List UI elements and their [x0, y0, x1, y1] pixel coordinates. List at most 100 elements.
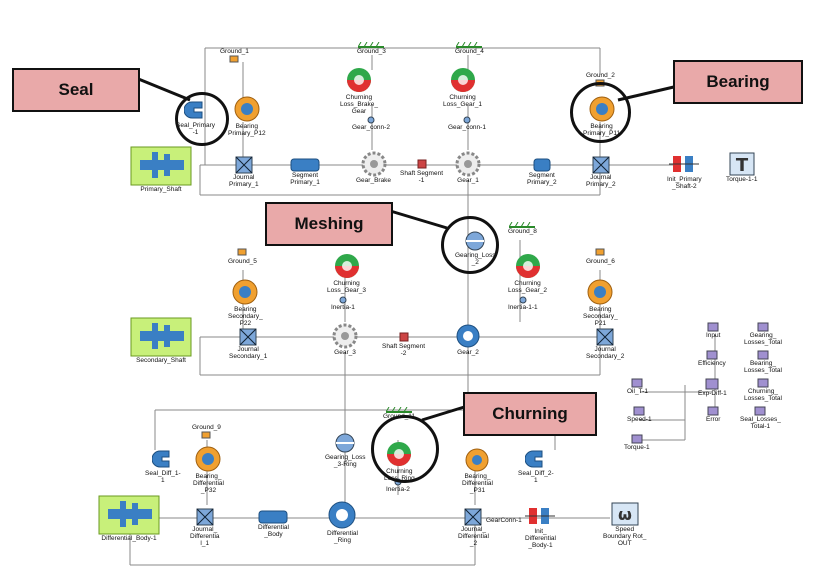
journal-primary-1[interactable]: Journal Primary_1: [229, 156, 259, 188]
bearing-differential-p31[interactable]: Bearing_ Differential _P31: [462, 447, 493, 494]
inertia-1-1[interactable]: Inertia-1-1: [508, 296, 538, 311]
ground-icon: [237, 248, 247, 256]
torque-1-label: Torque-1: [624, 444, 650, 451]
signal-icon: [633, 406, 645, 416]
bearing-differential-p31-label: Bearing_ Differential _P31: [462, 473, 493, 494]
churning-loss-brake-gear[interactable]: Churning Loss_Brake_ Gear: [340, 66, 378, 115]
gearing-loss-3-ring[interactable]: Gearing_Loss _3-Ring: [325, 432, 365, 468]
journal-primary-2[interactable]: Journal Primary_2: [586, 156, 616, 188]
gear-brake[interactable]: Gear_Brake: [356, 151, 391, 184]
journal-primary-2-label: Journal Primary_2: [586, 174, 616, 188]
gear-1-label: Gear_1: [457, 177, 479, 184]
differential-body-1[interactable]: Differential_Body-1: [98, 495, 160, 542]
ground-9-block[interactable]: Ground_9: [192, 424, 221, 441]
gearing-losses-total-block[interactable]: Gearing_ Losses_Total: [744, 322, 782, 346]
gear-2[interactable]: Gear_2: [455, 323, 481, 356]
secondary-shaft[interactable]: Secondary_Shaft: [130, 317, 192, 364]
churning-loss-gear-1[interactable]: Churning Loss_Gear_1: [443, 66, 482, 108]
gear-conn-2[interactable]: Gear_conn-2: [352, 116, 390, 131]
ground-icon: [201, 431, 211, 439]
seal-losses-total-block[interactable]: Seal_Losses_ Total-1: [740, 406, 781, 430]
churning-loss-gear-3[interactable]: Churning Loss_Gear_3: [327, 252, 366, 294]
bearing-secondary-p22[interactable]: Bearing Secondary_ P22: [228, 278, 263, 327]
shaft-segment-1[interactable]: Shaft Segment -1: [400, 158, 443, 184]
journal-differential-1[interactable]: Journal_ Differentia l_1: [190, 508, 220, 547]
gearconn-1[interactable]: GearConn-1: [486, 517, 522, 524]
segment-icon: [533, 158, 551, 172]
gear-3-label: Gear_3: [334, 349, 356, 356]
journal-icon: [464, 508, 482, 526]
primary-shaft[interactable]: Primary_Shaft: [130, 146, 192, 193]
gear-1[interactable]: Gear_1: [455, 151, 481, 184]
signal-icon: [631, 434, 643, 444]
gear-conn-1[interactable]: Gear_conn-1: [448, 116, 486, 131]
segment-primary-1[interactable]: Segment Primary_1: [290, 158, 320, 186]
ground-4-block[interactable]: Ground_4: [455, 42, 484, 55]
signal-icon: [754, 406, 766, 416]
bearing-icon: [587, 279, 613, 305]
churning-loss-brake-gear-label: Churning Loss_Brake_ Gear: [340, 94, 378, 115]
oil-t-1-block[interactable]: Oil_T-1: [627, 378, 648, 395]
ground-hatch-icon: [358, 42, 385, 48]
seal-diff-2[interactable]: Seal_Diff_2- 1: [518, 448, 554, 484]
journal-secondary-2[interactable]: Journal Secondary_2: [586, 328, 624, 360]
input-block[interactable]: Input: [706, 322, 720, 339]
init-primary-shaft-2[interactable]: Init_Primary _Shaft-2: [667, 152, 702, 190]
seal-highlight-ring: [175, 92, 229, 146]
gear-brake-label: Gear_Brake: [356, 177, 392, 184]
seal-diff-1-label: Seal_Diff_1- 1: [145, 470, 181, 484]
gearconn-1-label: GearConn-1: [486, 517, 522, 524]
bearing-secondary-p21[interactable]: Bearing Secondary_ P21: [583, 278, 618, 327]
gear-icon: [456, 324, 480, 348]
bearing-icon: [465, 448, 489, 472]
speed-1-block[interactable]: Speed-1: [627, 406, 652, 423]
churning-losses-total-label: Churning_ Losses_Total: [744, 388, 782, 402]
torque-1-1-label: Torque-1-1: [726, 176, 758, 183]
bearing-losses-total-block[interactable]: Bearing_ Losses_Total: [744, 350, 782, 374]
error-block[interactable]: Error: [706, 406, 720, 423]
churning-icon: [515, 254, 540, 278]
efficiency-block[interactable]: Efficiency: [698, 350, 726, 367]
gear-3[interactable]: Gear_3: [332, 323, 358, 356]
shaft-segment-1-label: Shaft Segment -1: [400, 170, 443, 184]
shaft-segment-2[interactable]: Shaft Segment -2: [382, 331, 425, 357]
journal-icon: [239, 328, 257, 346]
ground-1-label: Ground_1: [220, 48, 249, 55]
torque-1-1[interactable]: T Torque-1-1: [726, 152, 757, 183]
ground-8-block[interactable]: Ground_8: [508, 222, 537, 235]
connector-icon: [463, 116, 471, 124]
bearing-secondary-p21-label: Bearing Secondary_ P21: [583, 306, 618, 327]
ground-1-block[interactable]: Ground_1: [220, 48, 249, 65]
ground-5-block[interactable]: Ground_5: [228, 248, 257, 265]
journal-secondary-1-label: Journal Secondary_1: [229, 346, 268, 360]
churning-losses-total-block[interactable]: Churning_ Losses_Total: [744, 378, 782, 402]
svg-text:ω: ω: [618, 505, 632, 524]
segment-icon: [290, 158, 320, 172]
seal-icon: [524, 450, 543, 468]
exp-diff-1-block[interactable]: Exp-Diff-1: [698, 378, 727, 397]
inertia-1[interactable]: Inertia-1: [331, 296, 355, 311]
ground-hatch-icon: [386, 407, 413, 413]
segment-primary-1-label: Segment Primary_1: [290, 172, 320, 186]
ground-5-label: Ground_5: [228, 258, 257, 265]
segment-primary-2[interactable]: Segment Primary_2: [527, 158, 557, 186]
signal-icon: [707, 322, 719, 332]
speed-boundary[interactable]: ω Speed Boundary Rot_ OUT: [603, 502, 646, 547]
seal-diff-1[interactable]: Seal_Diff_1- 1: [145, 448, 181, 484]
journal-secondary-1[interactable]: Journal Secondary_1: [229, 328, 267, 360]
bearing-differential-p32[interactable]: Bearing_ Differential _P32: [193, 445, 224, 494]
journal-differential-2[interactable]: Journal_ Differential _2: [458, 508, 489, 547]
ground-3-block[interactable]: Ground_3: [357, 42, 386, 55]
ground-hatch-icon: [509, 222, 536, 228]
ground-6-block[interactable]: Ground_6: [586, 248, 615, 265]
differential-ring[interactable]: Differential _Ring: [327, 500, 358, 544]
inertia-icon: [339, 296, 347, 304]
differential-body[interactable]: Differential _Body: [258, 510, 289, 538]
bearing-primary-p12[interactable]: Bearing Primary_P12: [228, 95, 266, 137]
bearing-losses-total-label: Bearing_ Losses_Total: [744, 360, 782, 374]
bearing-secondary-p22-label: Bearing Secondary_ P22: [228, 306, 263, 327]
ground-4-label: Ground_4: [455, 48, 484, 55]
churning-loss-gear-2[interactable]: Churning Loss_Gear_2: [508, 252, 547, 294]
init-differential-body[interactable]: Init_ Differential _Body-1: [525, 504, 556, 549]
torque-1-block[interactable]: Torque-1: [624, 434, 650, 451]
